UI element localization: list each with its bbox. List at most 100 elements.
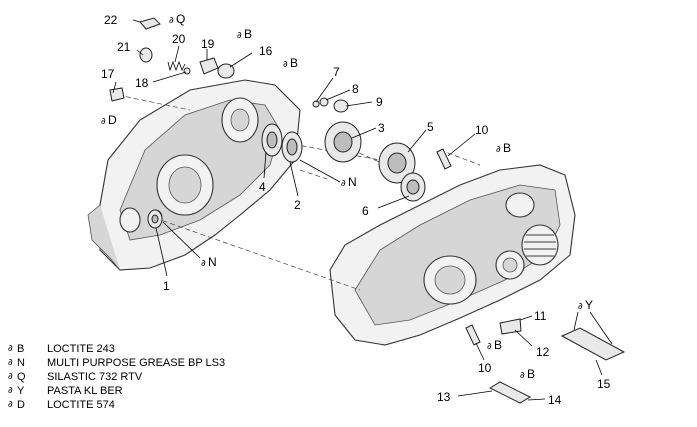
callout-11: 11 [534, 309, 547, 323]
adhesive-mark-n-1: ∂ N [201, 255, 217, 269]
adhesive-mark-b-14: ∂ B [520, 367, 535, 381]
bearing-5 [378, 142, 416, 184]
legend-text: MULTI PURPOSE GREASE BP LS3 [47, 357, 226, 369]
adhesive-mark-y-15: ∂ Y [578, 298, 593, 312]
callout-4: 4 [259, 180, 266, 194]
svg-text:B: B [503, 141, 511, 155]
callout-22: 22 [104, 13, 118, 27]
callout-21: 21 [117, 40, 131, 54]
legend-item: ∂ Y PASTA KL BER [8, 384, 225, 398]
callout-1: 1 [163, 279, 170, 293]
svg-text:B: B [290, 56, 298, 70]
legend-text: LOCTITE 574 [47, 399, 115, 411]
adhesive-mark-b-10-bottom: ∂ B [487, 338, 502, 352]
seal-6 [400, 172, 426, 202]
screw-11 [499, 318, 522, 335]
callout-labels: 1 2 3 4 5 6 7 8 9 10 10 11 12 13 14 15 1… [101, 13, 611, 407]
callout-16: 16 [259, 44, 273, 58]
drop-icon: ∂ [8, 344, 13, 354]
callout-2: 2 [294, 198, 301, 212]
svg-text:Q: Q [176, 12, 185, 26]
legend-item: ∂ D LOCTITE 574 [8, 398, 225, 412]
cap-22 [139, 17, 161, 30]
callout-9: 9 [376, 95, 383, 109]
drop-icon: ∂ [8, 372, 13, 382]
pin-10-bottom [465, 324, 481, 346]
drop-icon: ∂ [487, 342, 492, 352]
legend-code: D [17, 399, 25, 411]
legend-text: PASTA KL BER [47, 385, 123, 397]
drop-icon: ∂ [201, 259, 206, 269]
legend-text: LOCTITE 243 [47, 343, 115, 355]
svg-text:B: B [244, 27, 252, 41]
callout-3: 3 [378, 121, 385, 135]
callout-6: 6 [362, 204, 369, 218]
seal-2 [281, 131, 303, 163]
drop-icon: ∂ [8, 386, 13, 396]
ball-18 [183, 67, 191, 75]
adhesive-markers: ∂ Q ∂ B ∂ B ∂ D ∂ N ∂ N ∂ B ∂ B [101, 12, 593, 381]
callout-7: 7 [333, 65, 340, 79]
drop-icon: ∂ [169, 16, 174, 26]
svg-text:Y: Y [585, 298, 593, 312]
callout-15: 15 [597, 377, 611, 391]
bolt-13-14 [488, 381, 532, 404]
callout-14: 14 [548, 393, 562, 407]
adhesive-mark-b-19: ∂ B [237, 27, 252, 41]
drop-icon: ∂ [578, 302, 583, 312]
dowel-15 [560, 327, 626, 361]
callout-20: 20 [172, 32, 186, 46]
adhesive-mark-n-2: ∂ N [341, 175, 357, 189]
spring-20 [167, 60, 186, 72]
drop-icon: ∂ [520, 371, 525, 381]
washer-8 [319, 97, 329, 107]
callout-18: 18 [135, 76, 149, 90]
pin-10-top [436, 148, 452, 170]
legend-code: B [17, 343, 25, 355]
legend-item: ∂ Q SILASTIC 732 RTV [8, 370, 225, 384]
drop-icon: ∂ [341, 179, 346, 189]
plug-9 [333, 99, 349, 113]
fitting-17 [109, 87, 125, 102]
svg-text:N: N [348, 175, 357, 189]
adhesive-mark-d-17: ∂ D [101, 113, 117, 127]
right-crankcase-half [329, 164, 576, 346]
adhesive-mark-q-22: ∂ Q [169, 12, 185, 26]
adhesive-legend: ∂ B LOCTITE 243 ∂ N MULTI PURPOSE GREASE… [8, 342, 225, 412]
drop-icon: ∂ [237, 31, 242, 41]
legend-text: SILASTIC 732 RTV [47, 371, 143, 383]
svg-text:D: D [108, 113, 117, 127]
callout-10-bottom: 10 [478, 361, 492, 375]
svg-text:B: B [527, 367, 535, 381]
drop-icon: ∂ [283, 60, 288, 70]
drop-icon: ∂ [8, 400, 13, 410]
leader-lines [112, 19, 613, 401]
legend-code: N [17, 357, 25, 369]
drop-icon: ∂ [101, 117, 106, 127]
svg-text:N: N [208, 255, 217, 269]
callout-5: 5 [427, 120, 434, 134]
callout-13: 13 [437, 390, 451, 404]
adhesive-mark-b-10-top: ∂ B [496, 141, 511, 155]
washer-7 [312, 100, 320, 108]
left-crankcase-half [87, 79, 301, 271]
callout-8: 8 [352, 82, 359, 96]
bearing-3 [324, 121, 362, 163]
legend-code: Y [17, 385, 25, 397]
plug-16 [217, 63, 235, 79]
legend-item: ∂ B LOCTITE 243 [8, 342, 225, 356]
callout-17: 17 [101, 67, 115, 81]
fitting-19 [199, 57, 219, 75]
drop-icon: ∂ [496, 145, 501, 155]
legend-code: Q [17, 371, 26, 383]
seal-1 [147, 209, 163, 229]
legend-item: ∂ N MULTI PURPOSE GREASE BP LS3 [8, 356, 225, 370]
adhesive-mark-b-16: ∂ B [283, 56, 298, 70]
bearing-4 [261, 123, 283, 157]
drop-icon: ∂ [8, 358, 13, 368]
callout-10-top: 10 [475, 123, 489, 137]
callout-12: 12 [536, 345, 550, 359]
svg-text:B: B [494, 338, 502, 352]
plug-21 [139, 47, 153, 63]
